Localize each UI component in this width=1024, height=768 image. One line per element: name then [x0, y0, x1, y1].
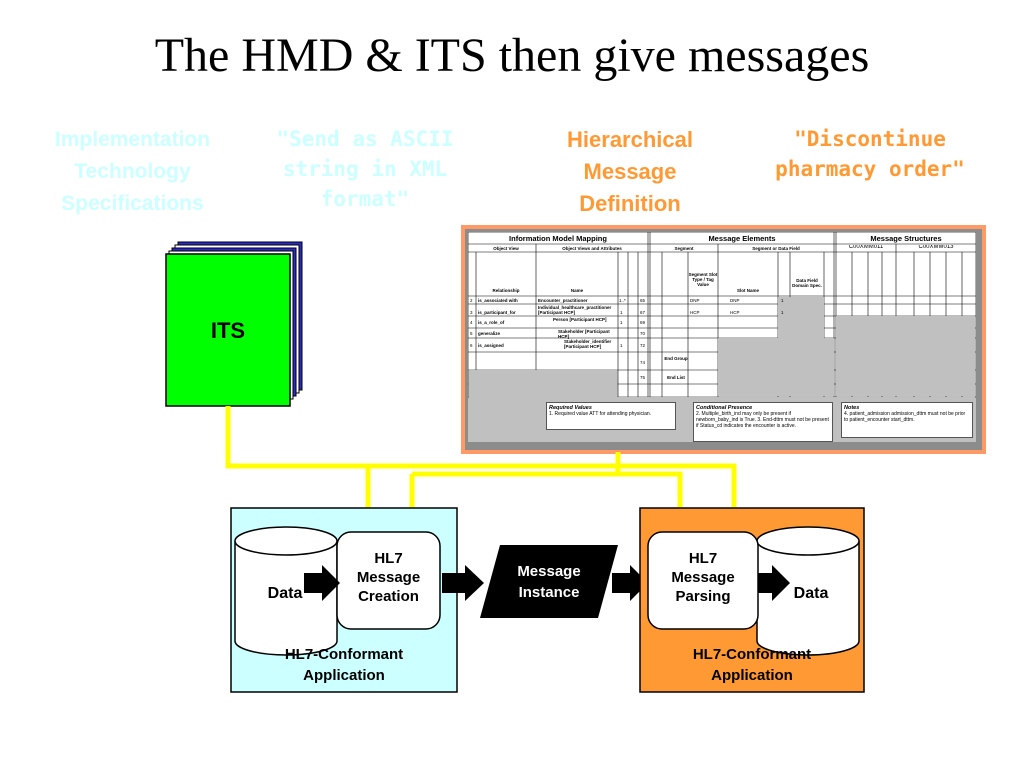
- row-slot: DNP: [730, 298, 740, 303]
- row-relationship: is_associated with: [478, 298, 518, 303]
- row-name: Person [Participant HCP]: [553, 317, 607, 322]
- right-data-cylinder: [756, 526, 860, 656]
- from-message-arrow: [612, 565, 648, 601]
- row-seq: 74: [640, 360, 646, 365]
- hmd-label: Hierarchical Message Definition: [567, 127, 693, 216]
- right-inner-arrow: [758, 565, 790, 601]
- notes-note: Notes 4. patient_admission admission_dtt…: [841, 402, 973, 438]
- message-instance-shape: [480, 545, 618, 618]
- hl7-parsing-label: HL7 Message Parsing: [671, 550, 735, 605]
- row-relationship: is_a_role_of: [478, 320, 505, 325]
- its-spec-label: Implementation Technology Specifications: [54, 128, 211, 215]
- message-instance-label: Message Instance: [517, 563, 581, 601]
- row-mult: 1: [620, 310, 623, 315]
- table-header-structures: Message Structures: [870, 234, 942, 243]
- row-seg: DNP: [690, 298, 700, 303]
- left-data-cylinder: [234, 526, 338, 656]
- row-seq: 69: [640, 320, 646, 325]
- col-struct2: C00XMM013: [918, 245, 954, 250]
- table-header-elements: Message Elements: [708, 234, 776, 243]
- row-relationship: is_assigned: [478, 343, 504, 348]
- row-seq: 75: [640, 375, 646, 380]
- row-num: 5: [470, 331, 473, 336]
- row-seq: 70: [640, 331, 646, 336]
- slide-title: The HMD & ITS then give messages: [154, 29, 870, 82]
- required-values-title: Required Values: [549, 405, 592, 411]
- col-segment: Segment: [674, 246, 694, 251]
- row-v: 1: [781, 310, 784, 315]
- col-object-view: Object View: [493, 246, 519, 251]
- conditional-presence-title: Conditional Presence: [696, 405, 753, 411]
- row-slot: HCP: [730, 310, 740, 315]
- col-struct1: C00XMM011: [848, 245, 884, 250]
- discontinue-label: "Discontinue pharmacy order": [775, 127, 965, 181]
- row-mult: 1: [620, 343, 623, 348]
- col-slot-name: Slot Name: [736, 288, 759, 293]
- row-num: 2: [470, 298, 473, 303]
- row-seq: 72: [640, 343, 646, 348]
- col-name: Name: [570, 288, 584, 293]
- row-name: Stakeholder_identifier [Participant HCP]: [564, 339, 612, 349]
- row-num: 4: [470, 320, 473, 325]
- yellow-connectors: [225, 406, 737, 508]
- row-seg: HCP: [690, 310, 700, 315]
- row-num: 3: [470, 310, 473, 315]
- col-segment-field: Segment or Data Field: [752, 246, 800, 251]
- ascii-label: "Send as ASCII string in XML format": [276, 127, 454, 211]
- right-data-label: Data: [793, 585, 829, 602]
- row-name: Encounter_practitioner: [538, 298, 588, 303]
- row-relationship: generalize: [478, 331, 501, 336]
- left-data-label: Data: [267, 585, 303, 602]
- to-message-arrow: [442, 565, 484, 601]
- left-app-footer: HL7-Conformant Application: [284, 646, 404, 684]
- its-book-stack: [165, 241, 303, 407]
- notes-title: Notes: [844, 405, 860, 411]
- row-mult: 1..*: [619, 298, 626, 303]
- row-name: Individual_healthcare_practitioner [Part…: [538, 305, 612, 315]
- row-relationship: is_participant_for: [478, 310, 516, 315]
- its-book-label: ITS: [210, 318, 246, 343]
- end-group-cell: End Group: [664, 356, 688, 361]
- col-object-attrs: Object Views and Attributes: [562, 246, 622, 251]
- row-v: 1: [781, 298, 784, 303]
- hl7-creation-label: HL7 Message Creation: [356, 550, 421, 605]
- row-seq: 67: [640, 310, 646, 315]
- left-inner-arrow: [304, 565, 340, 601]
- conditional-presence-note: Conditional Presence 2. Multiple_birth_i…: [693, 402, 833, 442]
- col-data-field: Data Field Domain Spec.: [792, 278, 822, 288]
- row-name: Stakeholder [Participant HCP]: [558, 329, 610, 339]
- col-relationship: Relationship: [492, 288, 520, 293]
- row-mult: 1: [620, 320, 623, 325]
- row-seq: 65: [640, 298, 646, 303]
- required-values-text: 1. Required value ATT for attending phys…: [549, 411, 652, 417]
- col-seg-type: Segment Slot Type / Tag Value: [688, 272, 718, 287]
- notes-text: 4. patient_admission admission_dttm must…: [844, 411, 966, 423]
- hmd-table: Information Model Mapping Message Elemen…: [468, 232, 976, 442]
- end-list-cell: End List: [667, 375, 685, 380]
- table-header-mapping: Information Model Mapping: [509, 234, 607, 243]
- right-app-footer: HL7-Conformant Application: [692, 646, 812, 684]
- required-values-note: Required Values 1. Required value ATT fo…: [546, 402, 676, 430]
- row-num: 6: [470, 343, 473, 348]
- conditional-presence-text: 2. Multiple_birth_ind may only be presen…: [696, 411, 829, 429]
